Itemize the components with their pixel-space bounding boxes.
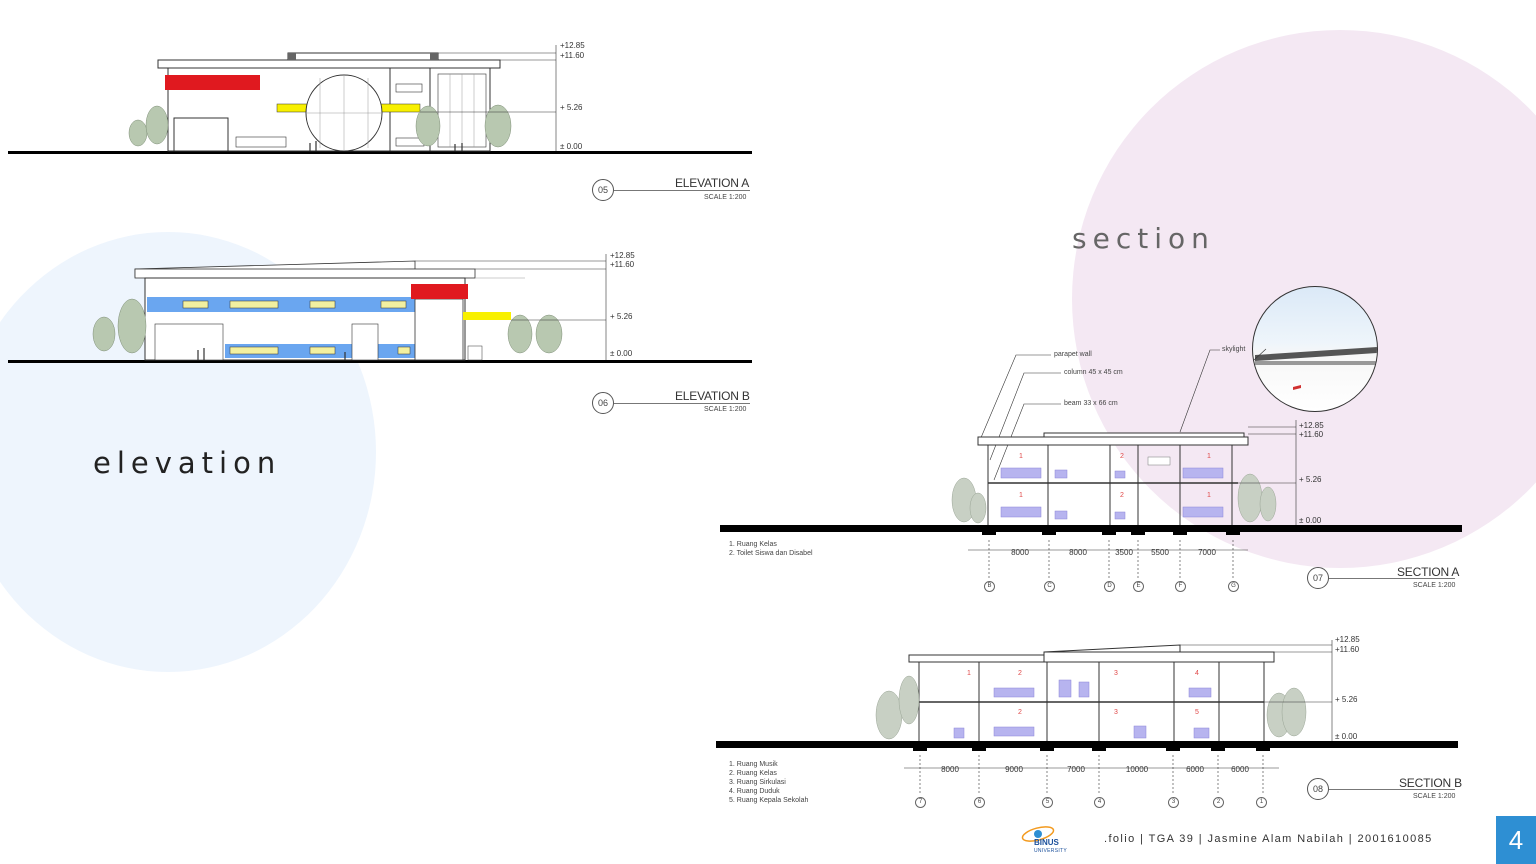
sec-b-room-num: 1: [967, 670, 971, 677]
sec-b-legend: 1. Ruang Musik 2. Ruang Kelas 3. Ruang S…: [729, 760, 808, 805]
sec-b-level-mid: + 5.26: [1335, 695, 1358, 704]
elev-b-level-mid: + 5.26: [610, 312, 633, 321]
sec-b-grid-marker: 4: [1094, 797, 1105, 808]
sec-b-dim: 6000: [1231, 765, 1249, 774]
sec-a-tag: 07: [1307, 567, 1329, 589]
sec-b-grid-marker: 5: [1042, 797, 1053, 808]
sec-b-dim: 8000: [941, 765, 959, 774]
sec-b-grid-marker: 6: [974, 797, 985, 808]
sec-a-title-line: [1329, 578, 1455, 579]
legend-item: 2. Toilet Siswa dan Disabel: [729, 550, 813, 557]
sec-a-dim: 3500: [1115, 548, 1133, 557]
elevation-heading: elevation: [93, 446, 282, 480]
sec-b-dim: 10000: [1125, 765, 1149, 774]
elev-b-title-line: [614, 403, 750, 404]
elevation-b-drawing: [8, 254, 752, 363]
elev-b-level-top: +12.85: [610, 251, 635, 260]
sec-a-room-num: 1: [1207, 492, 1211, 499]
sec-a-grid-marker: F: [1175, 581, 1186, 592]
sec-b-scale: SCALE 1:200: [1413, 793, 1456, 800]
sec-a-room-num: 1: [1019, 492, 1023, 499]
section-b-drawing: [716, 640, 1458, 795]
sec-b-room-num: 2: [1018, 709, 1022, 716]
logo-text: BINUS: [1034, 838, 1059, 847]
sec-b-room-num: 5: [1195, 709, 1199, 716]
sec-a-level-roof: +11.60: [1299, 430, 1324, 439]
sec-a-room-num: 1: [1019, 453, 1023, 460]
sec-a-room-num: 2: [1120, 492, 1124, 499]
elev-b-title: ELEVATION B: [675, 389, 750, 403]
sec-a-grid-marker: E: [1133, 581, 1144, 592]
callout-column: column 45 x 45 cm: [1064, 369, 1123, 376]
sec-b-grid-marker: 2: [1213, 797, 1224, 808]
sec-b-room-num: 3: [1114, 709, 1118, 716]
sec-a-grid-marker: G: [1228, 581, 1239, 592]
legend-item: 2. Ruang Kelas: [729, 770, 777, 777]
sec-b-room-num: 3: [1114, 670, 1118, 677]
elev-b-level-roof: +11.60: [610, 260, 635, 269]
sec-a-level-top: +12.85: [1299, 421, 1324, 430]
legend-item: 1. Ruang Kelas: [729, 541, 777, 548]
legend-item: 1. Ruang Musik: [729, 761, 778, 768]
sec-a-scale: SCALE 1:200: [1413, 582, 1456, 589]
footer-text: .folio | TGA 39 | Jasmine Alam Nabilah |…: [1104, 833, 1433, 845]
sec-a-level-ground: ± 0.00: [1299, 516, 1322, 525]
binus-logo: BINUS UNIVERSITY: [1016, 820, 1076, 858]
sec-b-dim: 7000: [1067, 765, 1085, 774]
callout-parapet-wall: parapet wall: [1054, 351, 1092, 358]
elev-b-tag: 06: [592, 392, 614, 414]
sec-b-level-top: +12.85: [1335, 635, 1360, 644]
sec-a-dim: 5500: [1151, 548, 1169, 557]
sec-a-grid-marker: C: [1044, 581, 1055, 592]
sec-b-grid-marker: 1: [1256, 797, 1267, 808]
elev-a-tag: 05: [592, 179, 614, 201]
legend-item: 4. Ruang Duduk: [729, 788, 780, 795]
sec-b-level-ground: ± 0.00: [1335, 732, 1358, 741]
elev-a-level-mid: + 5.26: [560, 103, 583, 112]
legend-item: 5. Ruang Kepala Sekolah: [729, 797, 809, 804]
skylight-detail-circle: [1252, 286, 1378, 412]
elev-b-level-ground: ± 0.00: [610, 349, 633, 358]
sec-a-dim: 8000: [1069, 548, 1087, 557]
elev-a-scale: SCALE 1:200: [704, 194, 747, 201]
section-heading: section: [1072, 222, 1215, 255]
sec-a-title: SECTION A: [1397, 565, 1460, 579]
sec-b-dim: 6000: [1186, 765, 1204, 774]
sec-a-legend: 1. Ruang Kelas 2. Toilet Siswa dan Disab…: [729, 540, 813, 558]
sec-a-grid-marker: D: [1104, 581, 1115, 592]
sec-b-level-roof: +11.60: [1335, 645, 1360, 654]
sec-a-dim: 8000: [1011, 548, 1029, 557]
elev-a-level-top: +12.85: [560, 41, 585, 50]
elev-a-title: ELEVATION A: [675, 176, 750, 190]
elev-a-level-ground: ± 0.00: [560, 142, 583, 151]
sec-a-level-mid: + 5.26: [1299, 475, 1322, 484]
section-a-drawing: [720, 348, 1462, 578]
page-number-badge: 4: [1496, 816, 1536, 864]
sec-a-dim: 7000: [1198, 548, 1216, 557]
sec-b-room-num: 4: [1195, 670, 1199, 677]
legend-item: 3. Ruang Sirkulasi: [729, 779, 786, 786]
elevation-a-drawing: [8, 45, 752, 154]
callout-beam: beam 33 x 66 cm: [1064, 400, 1118, 407]
elev-a-level-roof: +11.60: [560, 51, 585, 60]
sec-a-room-num: 1: [1207, 453, 1211, 460]
page-number: 4: [1508, 825, 1524, 855]
sec-a-room-num: 2: [1120, 453, 1124, 460]
sec-b-title: SECTION B: [1399, 776, 1462, 790]
sec-a-grid-marker: B: [984, 581, 995, 592]
sec-b-grid-marker: 7: [915, 797, 926, 808]
elev-b-scale: SCALE 1:200: [704, 406, 747, 413]
callout-skylight: skylight: [1222, 346, 1246, 353]
sec-b-grid-marker: 3: [1168, 797, 1179, 808]
elev-a-title-line: [614, 190, 750, 191]
sec-b-dim: 9000: [1005, 765, 1023, 774]
sec-b-title-line: [1329, 789, 1455, 790]
sec-b-tag: 08: [1307, 778, 1329, 800]
sec-b-room-num: 2: [1018, 670, 1022, 677]
logo-subtext: UNIVERSITY: [1034, 848, 1068, 854]
